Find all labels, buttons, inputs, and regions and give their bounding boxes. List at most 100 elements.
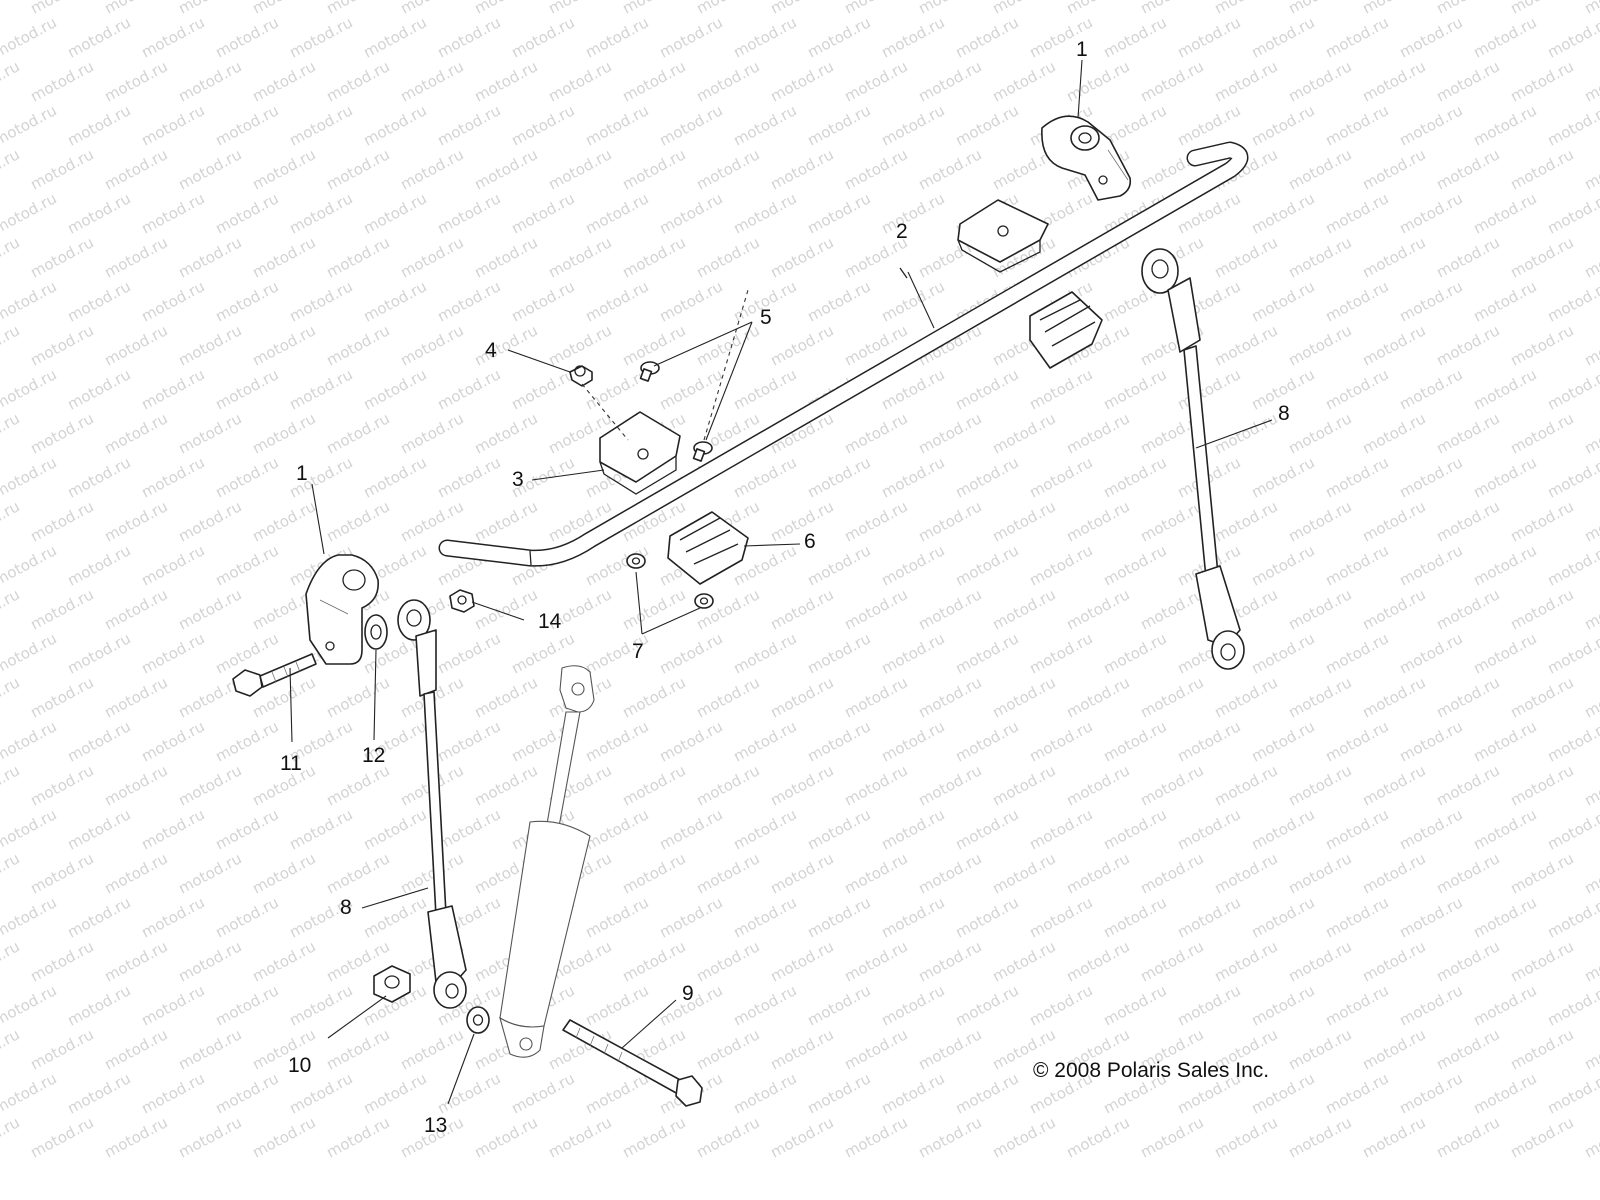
watermark-text: motod.ru (434, 189, 503, 237)
watermark-text: motod.ru (397, 321, 466, 369)
watermark-text: motod.ru (508, 189, 577, 237)
watermark-text: motod.ru (101, 409, 170, 457)
watermark-text: motod.ru (730, 629, 799, 677)
watermark-text: motod.ru (1396, 717, 1465, 765)
watermark-text: motod.ru (27, 145, 96, 193)
watermark-text: motod.ru (1581, 57, 1600, 105)
watermark-text: motod.ru (1285, 321, 1354, 369)
watermark-text: motod.ru (1581, 1025, 1600, 1073)
watermark-text: motod.ru (508, 101, 577, 149)
watermark-text: motod.ru (915, 57, 984, 105)
watermark-text: motod.ru (1063, 57, 1132, 105)
watermark-text: motod.ru (1100, 717, 1169, 765)
watermark-text: motod.ru (1507, 233, 1576, 281)
watermark-text: motod.ru (841, 937, 910, 985)
watermark-text: motod.ru (0, 849, 23, 897)
watermark-text: motod.ru (952, 893, 1021, 941)
watermark-text: motod.ru (1396, 893, 1465, 941)
callout-4: 4 (485, 339, 497, 362)
watermark-text: motod.ru (434, 13, 503, 61)
watermark-text: motod.ru (1359, 497, 1428, 545)
watermark-text: motod.ru (101, 0, 170, 18)
watermark-text: motod.ru (582, 1069, 651, 1117)
watermark-text: motod.ru (0, 761, 23, 809)
watermark-text: motod.ru (1359, 0, 1428, 18)
watermark-text: motod.ru (138, 893, 207, 941)
watermark-text: motod.ru (1507, 761, 1576, 809)
watermark-text: motod.ru (915, 673, 984, 721)
watermark-text: motod.ru (693, 321, 762, 369)
watermark-text: motod.ru (693, 1113, 762, 1161)
watermark-text: motod.ru (878, 717, 947, 765)
watermark-text: motod.ru (1396, 805, 1465, 853)
watermark-text: motod.ru (1470, 1069, 1539, 1117)
watermark-text: motod.ru (1433, 321, 1502, 369)
watermark-text: motod.ru (582, 101, 651, 149)
watermark-text: motod.ru (434, 101, 503, 149)
watermark-text: motod.ru (1100, 541, 1169, 589)
watermark-text: motod.ru (730, 189, 799, 237)
watermark-text: motod.ru (212, 717, 281, 765)
watermark-text: motod.ru (582, 277, 651, 325)
watermark-text: motod.ru (1285, 1113, 1354, 1161)
watermark-text: motod.ru (101, 145, 170, 193)
watermark-text: motod.ru (1396, 101, 1465, 149)
watermark-text: motod.ru (693, 937, 762, 985)
watermark-text: motod.ru (656, 13, 725, 61)
watermark-text: motod.ru (101, 1025, 170, 1073)
watermark-text: motod.ru (212, 101, 281, 149)
watermark-text: motod.ru (64, 1069, 133, 1117)
watermark-text: motod.ru (1470, 893, 1539, 941)
watermark-text: motod.ru (1433, 585, 1502, 633)
watermark-text: motod.ru (1544, 365, 1600, 413)
watermark-text: motod.ru (175, 321, 244, 369)
watermark-text: motod.ru (397, 1025, 466, 1073)
watermark-text: motod.ru (1026, 717, 1095, 765)
watermark-text: motod.ru (804, 629, 873, 677)
watermark-text: motod.ru (1544, 805, 1600, 853)
watermark-text: motod.ru (1581, 585, 1600, 633)
watermark-text: motod.ru (841, 0, 910, 18)
watermark-text: motod.ru (804, 13, 873, 61)
watermark-text: motod.ru (1470, 101, 1539, 149)
watermark-text: motod.ru (27, 849, 96, 897)
watermark-text: motod.ru (1137, 673, 1206, 721)
watermark-text: motod.ru (1581, 497, 1600, 545)
watermark-text: motod.ru (730, 13, 799, 61)
watermark-text: motod.ru (1359, 233, 1428, 281)
watermark-text: motod.ru (212, 189, 281, 237)
watermark-text: motod.ru (508, 13, 577, 61)
watermark-text: motod.ru (952, 365, 1021, 413)
watermark-text: motod.ru (249, 497, 318, 545)
watermark-text: motod.ru (1285, 849, 1354, 897)
callout-12: 12 (362, 744, 385, 767)
watermark-text: motod.ru (1026, 805, 1095, 853)
watermark-text: motod.ru (249, 321, 318, 369)
watermark-text: motod.ru (767, 145, 836, 193)
watermark-text: motod.ru (27, 0, 96, 18)
washer-7-left (626, 553, 646, 569)
callout-1-left: 1 (296, 462, 308, 485)
watermark-text: motod.ru (64, 101, 133, 149)
watermark-text: motod.ru (138, 365, 207, 413)
watermark-text: motod.ru (841, 849, 910, 897)
watermark-text: motod.ru (804, 101, 873, 149)
watermark-text: motod.ru (878, 13, 947, 61)
watermark-text: motod.ru (1396, 453, 1465, 501)
nut-14 (449, 589, 475, 613)
bar-bushing-right (1029, 291, 1103, 369)
watermark-text: motod.ru (471, 233, 540, 281)
callout-7: 7 (632, 640, 644, 663)
watermark-text: motod.ru (582, 717, 651, 765)
watermark-text: motod.ru (27, 1025, 96, 1073)
watermark-text: motod.ru (286, 981, 355, 1029)
watermark-text: motod.ru (952, 101, 1021, 149)
watermark-text: motod.ru (989, 0, 1058, 18)
watermark-text: motod.ru (1285, 1025, 1354, 1073)
watermark-text: motod.ru (508, 1069, 577, 1117)
watermark-text: motod.ru (1433, 145, 1502, 193)
watermark-text: motod.ru (286, 805, 355, 853)
watermark-text: motod.ru (804, 453, 873, 501)
watermark-text: motod.ru (1100, 981, 1169, 1029)
watermark-text: motod.ru (1581, 673, 1600, 721)
